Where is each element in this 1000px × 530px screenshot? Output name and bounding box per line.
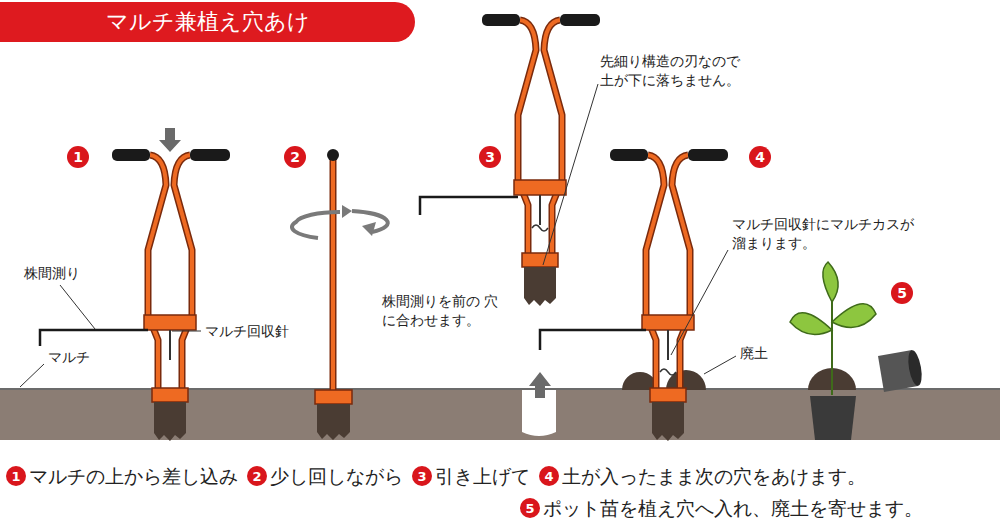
callout-label: マルチ回収針にマルチカスが 溜まります。 (732, 215, 920, 253)
callout-number: 4 (539, 466, 559, 486)
number-text: 2 (252, 470, 261, 483)
callout-number: 3 (479, 146, 501, 168)
callout-number: 2 (247, 466, 267, 486)
number-text: 1 (73, 150, 83, 164)
number-text: 5 (525, 502, 534, 515)
callout-label: マルチ (48, 348, 90, 367)
seedling (790, 262, 876, 440)
number-text: 2 (290, 150, 300, 164)
rotation-arrow (292, 205, 388, 238)
push-arrow (159, 128, 181, 152)
mulch-scrap (532, 225, 676, 375)
callout-label: マルチ回収針 (205, 322, 289, 341)
callout-number: 4 (749, 146, 771, 168)
lift-arrow (529, 372, 551, 398)
title-banner: マルチ兼植え穴あけ (0, 2, 415, 42)
step-caption: 少し回しながら (270, 465, 403, 488)
callout-number: 5 (891, 282, 913, 304)
callout-number: 3 (412, 466, 432, 486)
ground (0, 390, 1000, 440)
number-text: 3 (485, 150, 495, 164)
title-text: マルチ兼植え穴あけ (106, 7, 310, 37)
number-text: 3 (417, 470, 426, 483)
step-caption: ポット苗を植え穴へ入れ、廃土を寄せます。 (543, 497, 923, 520)
callout-number: 1 (6, 466, 26, 486)
callout-number: 5 (520, 498, 540, 518)
step-caption: 土が入ったまま次の穴をあけます。 (562, 465, 866, 488)
step-caption: マルチの上から差し込み (29, 465, 238, 488)
waste-soil (622, 370, 706, 390)
callout-label: 株間測り (24, 264, 80, 283)
leader-line (20, 84, 736, 387)
callout-label: 先細り構造の刃なので 土が下に落ちません。 (600, 52, 746, 90)
callout-number: 1 (67, 146, 89, 168)
number-text: 4 (544, 470, 553, 483)
tool-side-view (315, 149, 352, 440)
hole-tool (112, 149, 230, 441)
number-text: 5 (897, 286, 907, 300)
callout-number: 2 (284, 146, 306, 168)
step-caption: 引き上げて (435, 465, 530, 488)
spacing-gauge (40, 197, 646, 350)
number-text: 1 (11, 470, 20, 483)
empty-pot (878, 349, 924, 392)
callout-label: 廃土 (740, 344, 768, 363)
callout-label: 株間測りを前の 穴に合わせます。 (382, 292, 500, 330)
number-text: 4 (755, 150, 765, 164)
hole-tool (610, 149, 728, 441)
